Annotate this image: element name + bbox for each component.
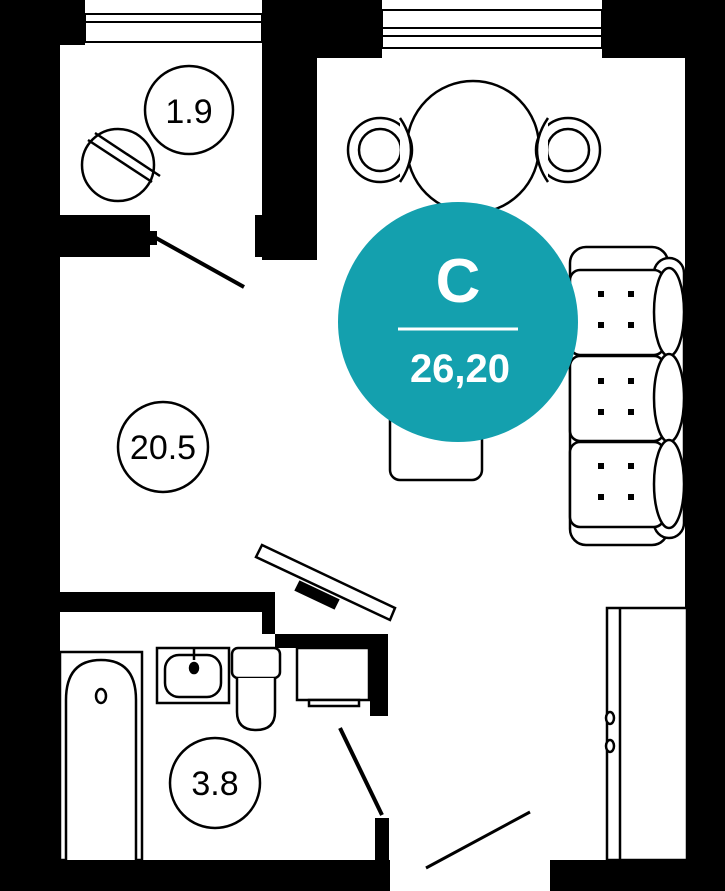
wall-top-left (60, 0, 85, 45)
badge-circle (338, 202, 578, 442)
apartment-badge: C 26,20 (338, 202, 578, 442)
wall-balcony-bottom-right (255, 215, 317, 257)
room-area-living: 20.5 (130, 429, 196, 467)
door-bathroom (338, 727, 384, 816)
wardrobe (604, 606, 689, 862)
room-area-balcony: 1.9 (165, 93, 212, 131)
wall-bath-top-left (60, 592, 275, 612)
washing-machine (295, 646, 371, 708)
room-label-balcony: 1.9 (143, 64, 235, 156)
room-label-bathroom: 3.8 (168, 736, 262, 830)
sofa-buttons (598, 291, 634, 500)
tv-stand (254, 543, 397, 622)
dining-chair-left (346, 116, 414, 184)
wall-right-outer (685, 40, 725, 891)
window-balcony (84, 13, 263, 43)
wall-bottom-right (550, 860, 725, 891)
bathtub (58, 650, 144, 862)
door-balcony (149, 231, 245, 289)
dining-chair-right (534, 116, 602, 184)
wall-bath-top-right (275, 634, 385, 648)
balcony-chair (80, 127, 161, 203)
total-area: 26,20 (410, 347, 510, 391)
door-entrance (425, 810, 531, 870)
sofa (568, 245, 686, 547)
room-area-bathroom: 3.8 (191, 765, 238, 803)
wall-bath-top-step (262, 592, 275, 634)
room-label-living: 20.5 (116, 400, 210, 494)
apartment-type: C (436, 247, 481, 316)
window-living (381, 9, 603, 49)
wall-left-outer (0, 0, 60, 891)
dining-table (405, 79, 541, 215)
sink (155, 646, 231, 705)
toilet (230, 646, 282, 732)
wall-bath-right (370, 634, 388, 716)
wall-balcony-bottom-left (5, 215, 150, 257)
wall-bottom-left (60, 860, 390, 891)
